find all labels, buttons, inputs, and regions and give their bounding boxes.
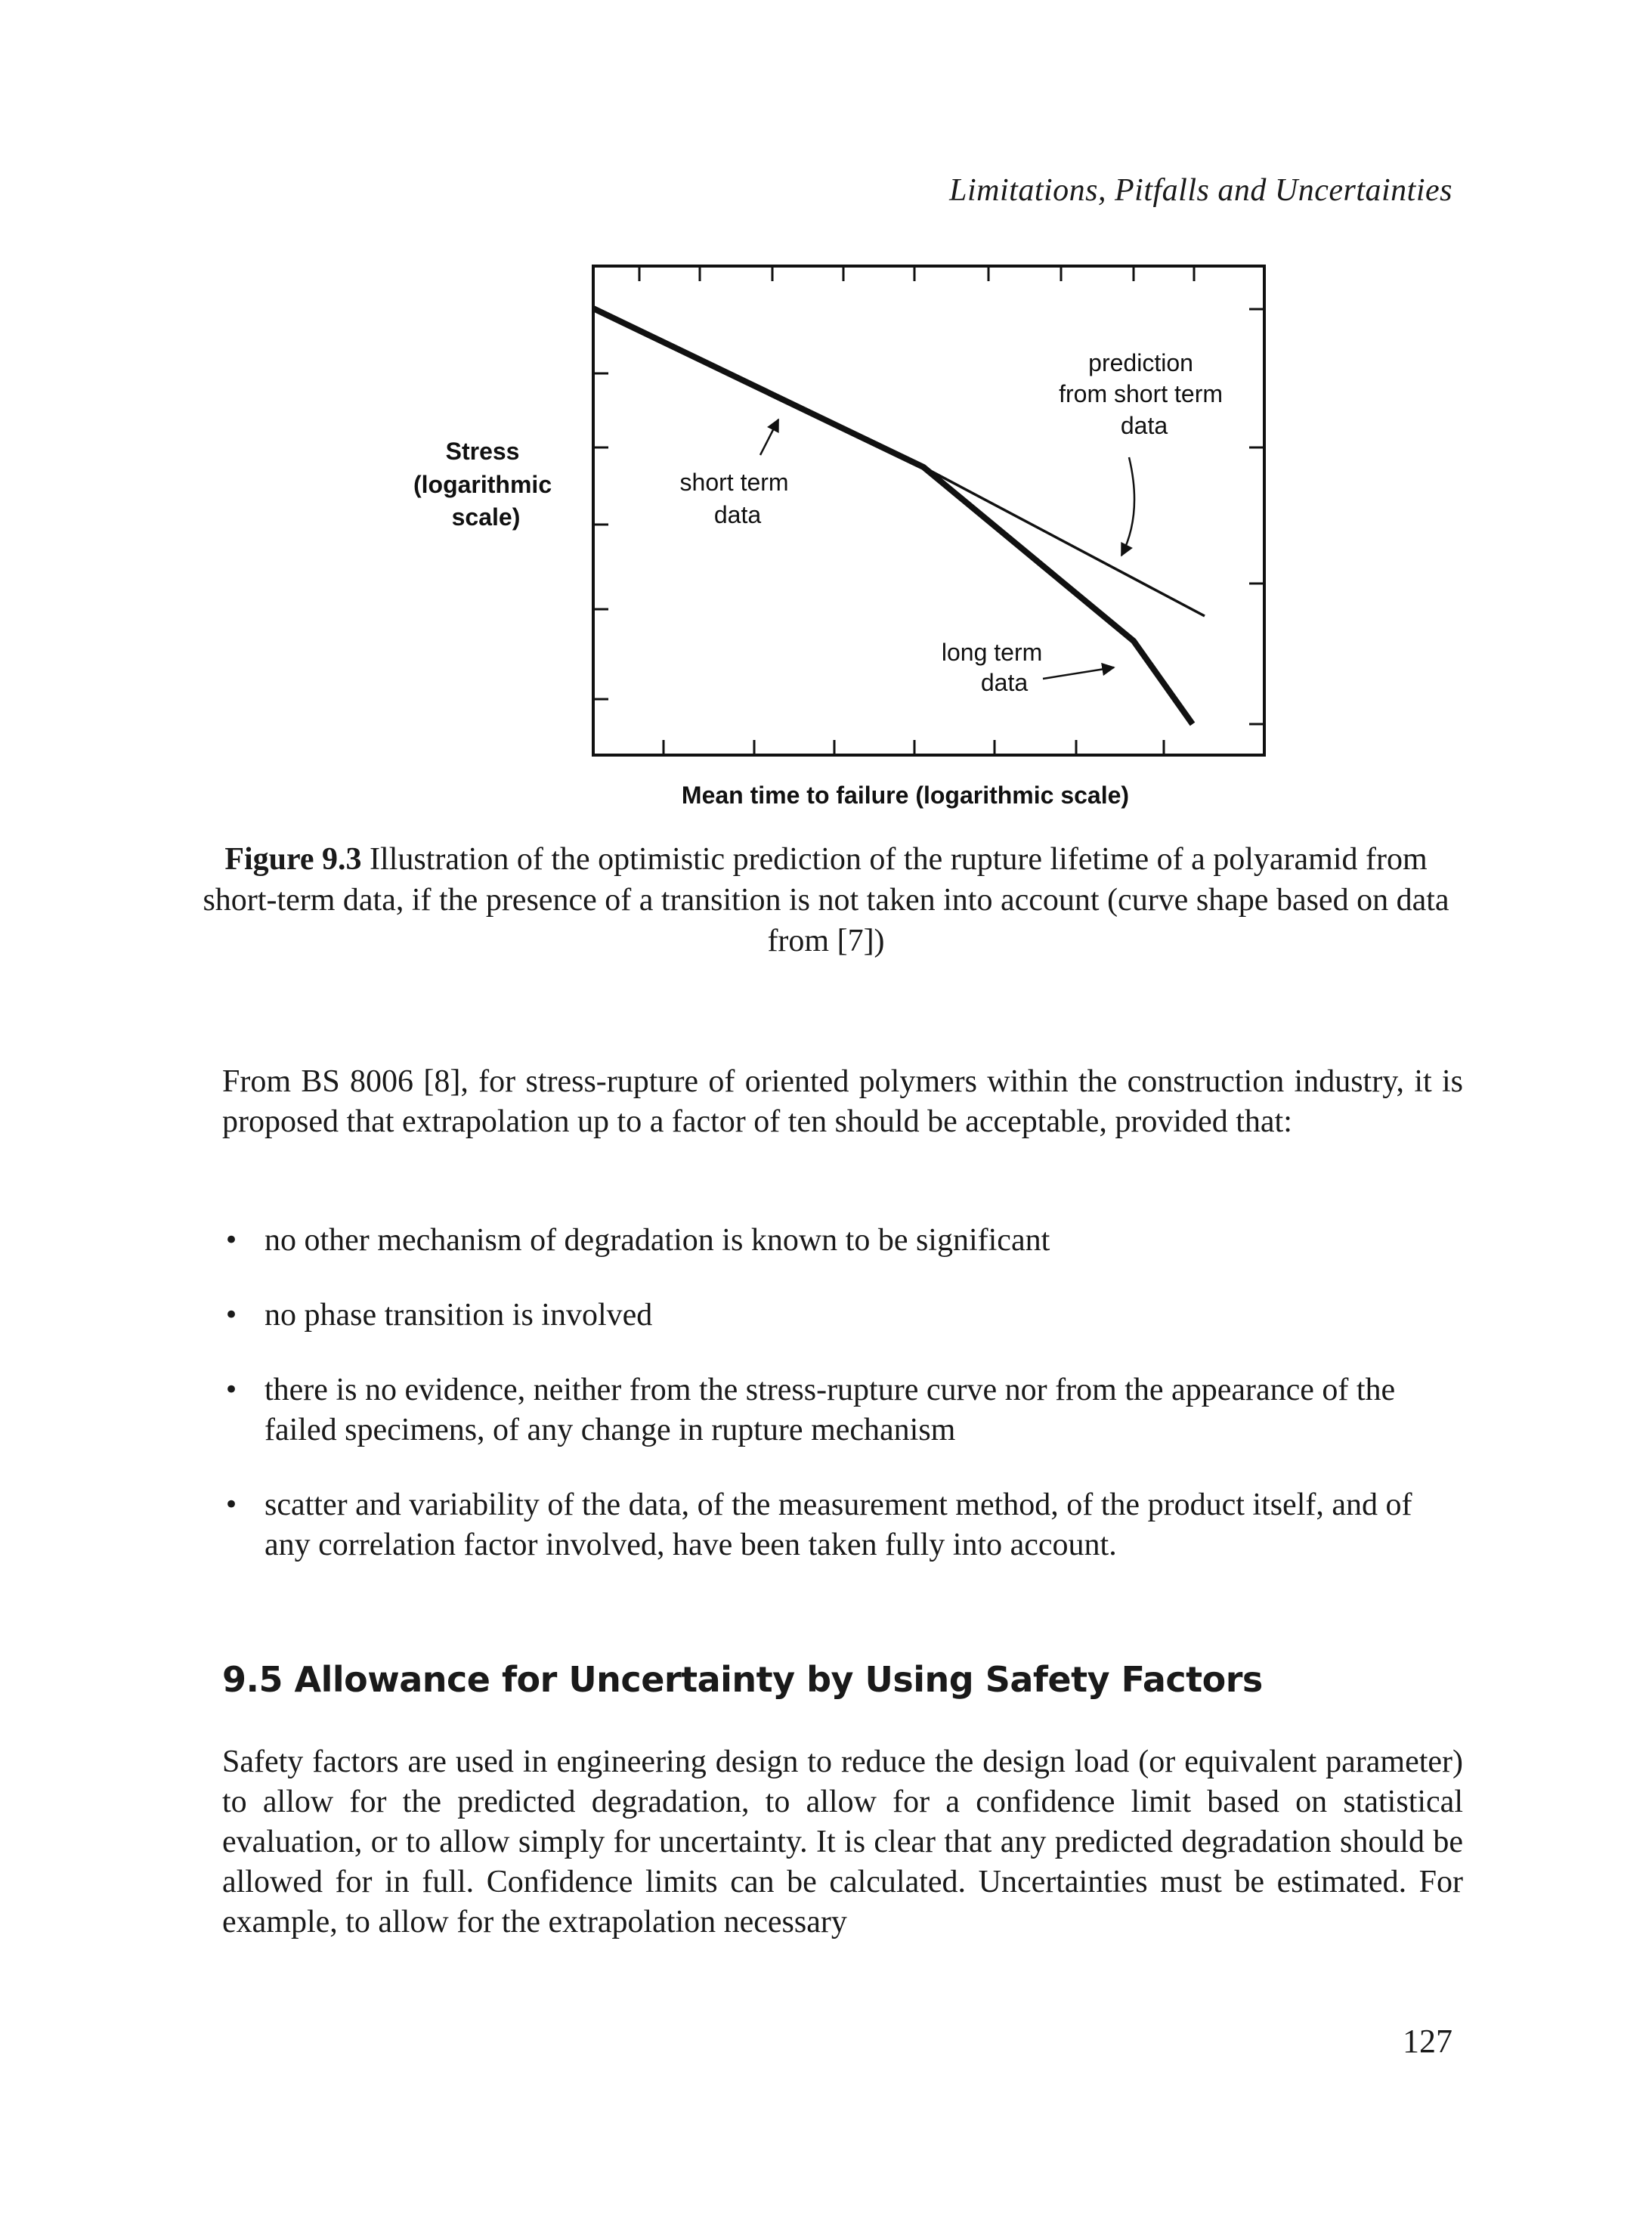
- figure-9-3: Stress (logarithmic scale) Mean time to …: [413, 265, 1266, 809]
- figure-caption: Figure 9.3 Illustration of the optimisti…: [189, 839, 1463, 961]
- left-ticks: [593, 372, 608, 701]
- long-term-label-line: data: [981, 669, 1028, 696]
- prediction-label-line: data: [1121, 412, 1168, 439]
- list-item: • no other mechanism of degradation is kn…: [219, 1221, 1463, 1261]
- bullet-text: no other mechanism of degradation is kno…: [265, 1223, 1050, 1258]
- y-axis-label: Stress (logarithmic scale): [413, 438, 558, 531]
- prediction-label-line: from short term: [1059, 380, 1223, 407]
- list-item: • scatter and variability of the data, of…: [219, 1485, 1463, 1565]
- short-term-label: short term data: [680, 469, 796, 528]
- bottom-ticks: [662, 740, 1165, 755]
- section-heading: 9.5 Allowance for Uncertainty by Using S…: [222, 1659, 1263, 1700]
- long-term-arrow: [1042, 662, 1115, 680]
- bullet-icon: •: [224, 1300, 240, 1330]
- prediction-label-line: prediction: [1088, 349, 1193, 376]
- prediction-label: prediction from short term data: [1059, 349, 1230, 439]
- y-axis-label-line: (logarithmic: [413, 471, 552, 498]
- x-axis-label: Mean time to failure (logarithmic scale): [682, 782, 1129, 809]
- top-ticks: [638, 266, 1196, 281]
- y-axis-label-line: scale): [452, 503, 521, 531]
- bullet-list: • no other mechanism of degradation is kn…: [219, 1221, 1463, 1600]
- prediction-line: [923, 466, 1205, 618]
- bullet-icon: •: [224, 1225, 240, 1255]
- bullet-icon: •: [224, 1375, 240, 1405]
- bullet-text: there is no evidence, neither from the s…: [265, 1373, 1396, 1447]
- short-term-label-line: data: [714, 501, 761, 528]
- list-item: • there is no evidence, neither from the …: [219, 1370, 1463, 1450]
- long-term-label: long term data: [942, 639, 1049, 696]
- page-number: 127: [1403, 2023, 1452, 2060]
- list-item: • no phase transition is involved: [219, 1296, 1463, 1336]
- right-ticks: [1249, 308, 1264, 726]
- paragraph-2: Safety factors are used in engineering d…: [222, 1744, 1463, 1939]
- y-axis-label-line: Stress: [446, 438, 520, 465]
- figure-label: Figure 9.3: [224, 842, 362, 877]
- bullet-icon: •: [224, 1490, 240, 1520]
- short-term-label-line: short term: [680, 469, 789, 496]
- stress-rupture-curve: [592, 305, 1196, 726]
- plot-frame: [592, 265, 1266, 757]
- short-term-arrow: [759, 418, 780, 456]
- bullet-text: no phase transition is involved: [265, 1298, 653, 1333]
- prediction-arrow: [1120, 457, 1136, 557]
- running-head: Limitations, Pitfalls and Uncertainties: [949, 173, 1452, 208]
- figure-caption-text: Illustration of the optimistic predictio…: [203, 842, 1449, 958]
- paragraph-1: From BS 8006 [8], for stress-rupture of …: [222, 1064, 1463, 1139]
- long-term-label-line: long term: [942, 639, 1042, 666]
- bullet-text: scatter and variability of the data, of …: [265, 1487, 1412, 1562]
